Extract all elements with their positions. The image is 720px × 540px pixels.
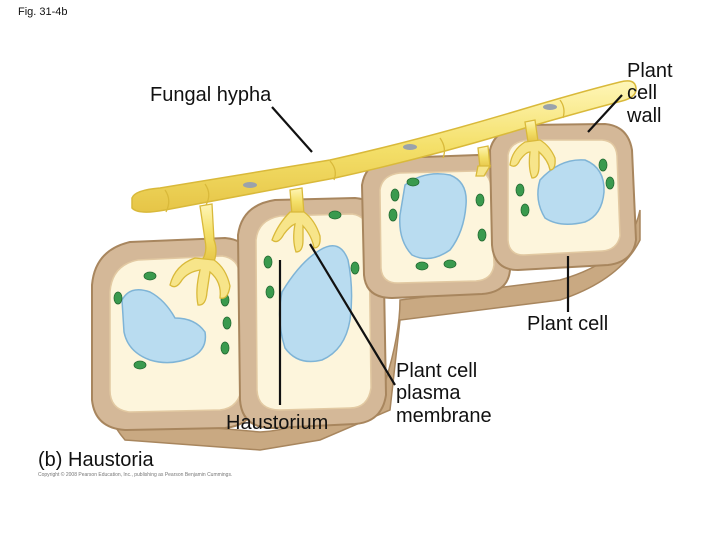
label-plasma-membrane-line2: plasma xyxy=(396,382,461,405)
label-plant-cell-wall-line2: cell xyxy=(627,82,658,105)
plant-cell-1 xyxy=(91,236,260,432)
leader-fungal-hypha xyxy=(271,106,313,153)
label-plant-cell-wall: Plant cell wall xyxy=(627,60,673,127)
label-fungal-hypha: Fungal hypha xyxy=(150,84,272,106)
label-plant-cell-wall-line1: Plant xyxy=(627,60,673,82)
plant-cell-2 xyxy=(236,196,388,430)
figure-number: Fig. 31-4b xyxy=(18,6,68,18)
plant-cell-3 xyxy=(360,153,512,300)
leader-plasma-membrane xyxy=(309,243,396,386)
leader-plant-cell-wall xyxy=(587,94,623,133)
figure-caption: (b) Haustoria xyxy=(38,449,154,471)
leader-lines xyxy=(271,94,623,405)
label-plasma-membrane-line1: Plant cell xyxy=(396,360,478,382)
fungal-hypha xyxy=(131,80,637,263)
label-haustorium: Haustorium xyxy=(226,412,329,434)
chloroplasts xyxy=(113,158,615,370)
copyright-notice: Copyright © 2008 Pearson Education, Inc.… xyxy=(38,472,233,478)
label-plant-cell: Plant cell xyxy=(527,313,609,335)
vacuole-3 xyxy=(399,173,467,260)
vacuole-2 xyxy=(278,245,353,363)
plant-cell-4 xyxy=(488,122,638,272)
haustoria xyxy=(169,139,556,306)
label-plasma-membrane: Plant cell plasma membrane xyxy=(396,360,492,427)
vacuole-1 xyxy=(121,289,207,364)
vacuole-4 xyxy=(537,159,605,225)
label-plasma-membrane-line3: membrane xyxy=(396,404,492,427)
label-plant-cell-wall-line3: wall xyxy=(627,104,662,127)
